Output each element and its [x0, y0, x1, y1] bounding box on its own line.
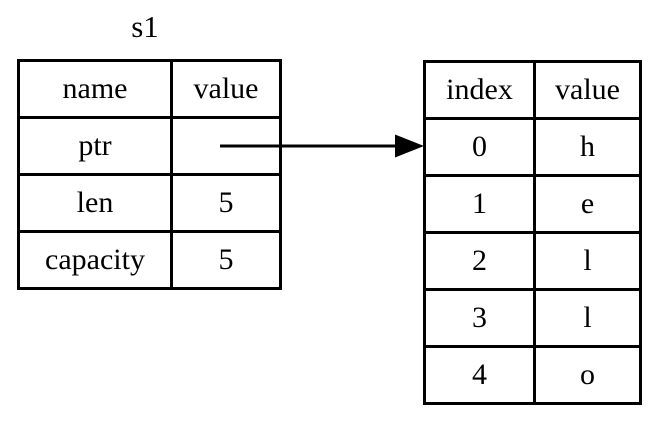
- heap-row: 0 h: [423, 117, 642, 177]
- index-cell: 4: [423, 345, 536, 405]
- stack-header-name: name: [17, 59, 173, 119]
- heap-row: 2 l: [423, 231, 642, 291]
- heap-row: 3 l: [423, 288, 642, 348]
- field-value-cell: 5: [170, 230, 282, 290]
- heap-header-row: index value: [423, 60, 642, 120]
- index-cell: 1: [423, 174, 536, 234]
- field-name-cell: ptr: [17, 116, 173, 176]
- heap-row: 4 o: [423, 345, 642, 405]
- variable-name-label: s1: [131, 9, 159, 44]
- field-name-cell: capacity: [17, 230, 173, 290]
- field-value-cell: 5: [170, 173, 282, 233]
- value-cell: e: [533, 174, 642, 234]
- field-value-cell: [170, 116, 282, 176]
- stack-header-value: value: [170, 59, 282, 119]
- index-cell: 2: [423, 231, 536, 291]
- stack-header-row: name value: [17, 59, 282, 119]
- index-cell: 0: [423, 117, 536, 177]
- value-cell: l: [533, 231, 642, 291]
- stack-table: name value ptr len 5 capacity 5: [17, 59, 282, 290]
- value-cell: l: [533, 288, 642, 348]
- stack-row-capacity: capacity 5: [17, 230, 282, 290]
- stack-row-ptr: ptr: [17, 116, 282, 176]
- field-name-cell: len: [17, 173, 173, 233]
- heap-row: 1 e: [423, 174, 642, 234]
- heap-table: index value 0 h 1 e 2 l 3 l 4 o: [423, 60, 642, 405]
- value-cell: h: [533, 117, 642, 177]
- index-cell: 3: [423, 288, 536, 348]
- value-cell: o: [533, 345, 642, 405]
- heap-header-value: value: [533, 60, 642, 120]
- stack-row-len: len 5: [17, 173, 282, 233]
- heap-header-index: index: [423, 60, 536, 120]
